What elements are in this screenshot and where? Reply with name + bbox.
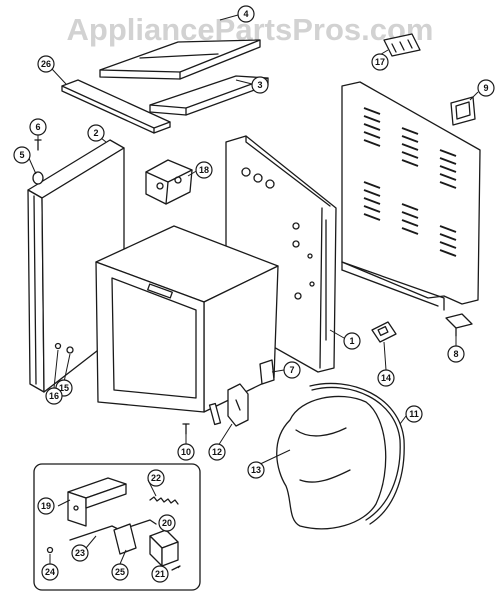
part-22-spring xyxy=(149,496,179,505)
callout-17: 17 xyxy=(371,53,389,71)
callout-6: 6 xyxy=(29,118,47,136)
svg-text:1: 1 xyxy=(349,336,354,346)
callout-25: 25 xyxy=(111,563,129,581)
callout-14: 14 xyxy=(377,369,395,387)
callout-26: 26 xyxy=(37,55,55,73)
svg-text:9: 9 xyxy=(483,83,488,93)
part-14-clip xyxy=(371,321,397,343)
part-16-screw xyxy=(54,342,62,350)
callout-8: 8 xyxy=(447,345,465,363)
svg-text:3: 3 xyxy=(257,80,262,90)
part-13-insulation xyxy=(276,395,387,530)
part-19-latch-bracket xyxy=(67,477,127,527)
rear-panel-vents xyxy=(363,107,457,257)
callout-13: 13 xyxy=(247,461,265,479)
part-8-bracket xyxy=(445,313,473,337)
svg-text:19: 19 xyxy=(41,501,51,511)
svg-text:13: 13 xyxy=(251,465,261,475)
part-15-clip xyxy=(66,346,74,354)
svg-text:15: 15 xyxy=(59,383,69,393)
svg-text:8: 8 xyxy=(453,349,458,359)
svg-text:5: 5 xyxy=(19,150,24,160)
svg-text:25: 25 xyxy=(115,567,125,577)
callout-19: 19 xyxy=(37,497,55,515)
oven-cavity xyxy=(95,225,279,413)
svg-text:26: 26 xyxy=(41,59,51,69)
part-11-gasket xyxy=(309,382,405,525)
callout-4: 4 xyxy=(237,5,255,23)
svg-text:12: 12 xyxy=(212,447,222,457)
callout-2: 2 xyxy=(87,124,105,142)
part-4-top-panel xyxy=(99,39,261,80)
svg-text:23: 23 xyxy=(75,548,85,558)
callout-16: 16 xyxy=(45,387,63,405)
callout-9: 9 xyxy=(477,79,495,97)
svg-text:14: 14 xyxy=(381,373,391,383)
part-5-bumper xyxy=(32,171,44,185)
part-24-pin xyxy=(46,546,54,554)
svg-text:17: 17 xyxy=(375,57,385,67)
callout-12: 12 xyxy=(208,443,226,461)
callout-21: 21 xyxy=(151,565,169,583)
callout-3: 3 xyxy=(251,76,269,94)
callout-7: 7 xyxy=(283,361,301,379)
callout-20: 20 xyxy=(158,514,176,532)
svg-text:20: 20 xyxy=(162,518,172,528)
svg-text:6: 6 xyxy=(35,122,40,132)
callout-1: 1 xyxy=(343,332,361,350)
part-20-latch-block xyxy=(149,529,179,567)
svg-text:4: 4 xyxy=(243,9,248,19)
callout-22: 22 xyxy=(147,469,165,487)
part-6-screw xyxy=(34,139,42,151)
svg-text:11: 11 xyxy=(409,409,419,419)
callout-11: 11 xyxy=(405,405,423,423)
part-10-screw xyxy=(182,423,190,435)
svg-text:16: 16 xyxy=(49,391,59,401)
svg-text:2: 2 xyxy=(93,128,98,138)
part-26-trim-strip xyxy=(61,79,171,134)
part-17-clip xyxy=(383,33,421,57)
callout-10: 10 xyxy=(177,443,195,461)
svg-text:22: 22 xyxy=(151,473,161,483)
callout-24: 24 xyxy=(41,563,59,581)
svg-text:10: 10 xyxy=(181,447,191,457)
svg-text:18: 18 xyxy=(199,165,209,175)
callout-5: 5 xyxy=(13,146,31,164)
part-12-hinge-bracket xyxy=(208,383,249,427)
part-9-plate xyxy=(450,96,476,126)
part-18-bracket xyxy=(145,159,193,205)
callout-18: 18 xyxy=(195,161,213,179)
svg-text:7: 7 xyxy=(289,365,294,375)
callout-23: 23 xyxy=(71,544,89,562)
svg-text:21: 21 xyxy=(155,569,165,579)
svg-text:24: 24 xyxy=(45,567,55,577)
part-3-top-front-panel xyxy=(149,75,269,116)
part-25-latch-plate xyxy=(113,523,137,555)
part-7-tab xyxy=(259,359,275,385)
